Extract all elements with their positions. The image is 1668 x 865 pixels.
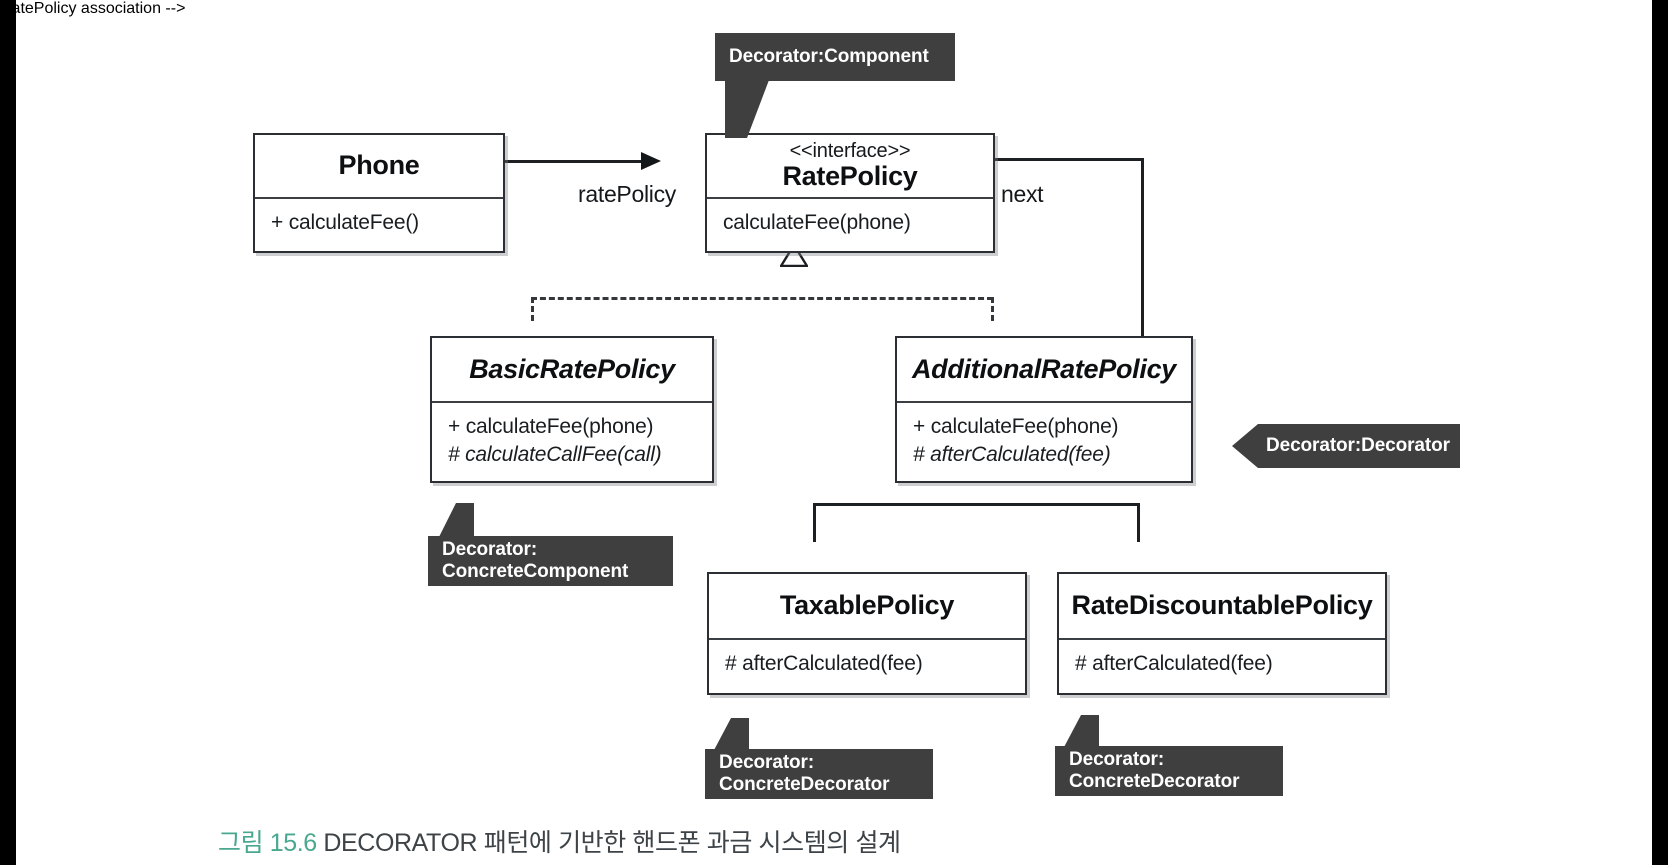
member-basic-calculatefee: + calculateFee(phone) [448,415,654,438]
edge-phone-to-ratepolicy [505,160,645,163]
badge-tail-component [725,80,769,138]
class-header-basicratepolicy: BasicRatePolicy [432,338,712,403]
class-members-taxablepolicy: # afterCalculated(fee) [709,640,1025,697]
edge-label-ratepolicy: ratePolicy [578,181,676,207]
generalization-horizontal [813,503,1140,506]
class-name-basicratepolicy: BasicRatePolicy [469,353,675,384]
member-calculatefee-phone: calculateFee(phone) [723,211,911,234]
badge-label-concretedecorator-discount: Decorator: ConcreteDecorator [1069,748,1240,792]
class-members-ratepolicy: calculateFee(phone) [707,199,993,253]
realization-leg-basic [531,297,534,321]
member-taxable-aftercalculated: # afterCalculated(fee) [725,652,923,675]
class-name-ratediscountablepolicy: RateDiscountablePolicy [1071,590,1373,621]
badge-label-concretedecorator-taxable: Decorator: ConcreteDecorator [719,751,890,795]
class-header-ratediscountablepolicy: RateDiscountablePolicy [1059,574,1385,640]
class-name-ratepolicy: RatePolicy [782,160,918,191]
stereotype-interface: <<interface>> [789,139,911,162]
member-additional-calculatefee: + calculateFee(phone) [913,415,1119,438]
badge-decorator-concretecomponent: Decorator: ConcreteComponent [428,503,673,586]
figure-caption-text: DECORATOR 패턴에 기반한 핸드폰 과금 시스템의 설계 [323,829,901,857]
class-members-basicratepolicy: + calculateFee(phone) # calculateCallFee… [432,403,712,483]
class-box-additionalratepolicy[interactable]: AdditionalRatePolicy + calculateFee(phon… [895,336,1193,483]
class-header-taxablepolicy: TaxablePolicy [709,574,1025,640]
figure-number: 그림 15.6 [218,829,317,857]
edge-label-next: next [1001,181,1044,207]
class-box-ratepolicy[interactable]: <<interface>> RatePolicy calculateFee(ph… [705,133,995,253]
realization-horizontal [531,297,993,300]
class-members-ratediscountablepolicy: # afterCalculated(fee) [1059,640,1385,697]
badge-label-concretecomponent: Decorator: ConcreteComponent [442,538,629,582]
class-box-taxablepolicy[interactable]: TaxablePolicy # afterCalculated(fee) [707,572,1027,695]
generalization-leg-taxable [813,503,816,542]
hollow-triangle-ratepolicy [780,245,808,267]
badge-decorator-decorator: Decorator:Decorator [1232,424,1460,468]
class-header-additionalratepolicy: AdditionalRatePolicy [897,338,1191,403]
edge-next-top [953,158,1143,161]
class-name-additionalratepolicy: AdditionalRatePolicy [911,353,1177,384]
class-name-taxablepolicy: TaxablePolicy [779,590,955,621]
class-box-ratediscountablepolicy[interactable]: RateDiscountablePolicy # afterCalculated… [1057,572,1387,695]
member-basic-calculatecallfee: # calculateCallFee(call) [448,442,662,466]
class-header-ratepolicy: <<interface>> RatePolicy [707,135,993,199]
realization-leg-additional [991,297,994,321]
class-members-additionalratepolicy: + calculateFee(phone) # afterCalculated(… [897,403,1191,483]
badge-tail-concretecomponent [438,503,474,539]
badge-label-decorator: Decorator:Decorator [1266,434,1450,456]
generalization-leg-discount [1137,503,1140,542]
edge-next-vertical [1141,158,1144,356]
member-calculatefee: + calculateFee() [271,211,419,234]
badge-tail-concretedecorator-discount [1063,715,1099,749]
page-gutter-left [0,0,16,865]
figure-caption: 그림 15.6 DECORATOR 패턴에 기반한 핸드폰 과금 시스템의 설계 [218,823,901,859]
member-additional-aftercalculated: # afterCalculated(fee) [913,442,1111,466]
badge-decorator-component: Decorator:Component [715,33,955,138]
class-box-basicratepolicy[interactable]: BasicRatePolicy + calculateFee(phone) # … [430,336,714,483]
badge-tail-concretedecorator-taxable [713,718,749,752]
class-header-phone: Phone [255,135,503,199]
arrowhead-phone-to-ratepolicy [641,152,661,170]
member-discount-aftercalculated: # afterCalculated(fee) [1075,652,1273,675]
badge-decorator-concretedecorator-taxable: Decorator: ConcreteDecorator [705,718,933,799]
badge-label-component: Decorator:Component [729,45,929,67]
class-members-phone: + calculateFee() [255,199,503,253]
class-name-phone: Phone [338,150,420,181]
class-box-phone[interactable]: Phone + calculateFee() [253,133,505,253]
badge-decorator-concretedecorator-discount: Decorator: ConcreteDecorator [1055,715,1283,796]
page-gutter-right [1652,0,1668,865]
